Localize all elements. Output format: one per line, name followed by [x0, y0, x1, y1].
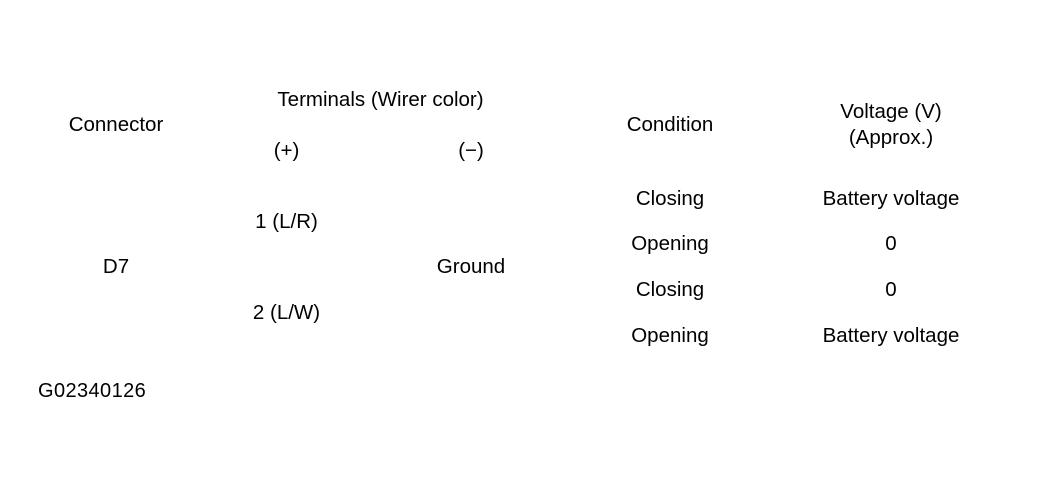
cell-connector-d7: D7	[102, 255, 130, 279]
header-terminal-negative: (−)	[458, 138, 484, 162]
cell-voltage: 0	[885, 278, 897, 302]
cell-condition: Opening	[631, 232, 709, 256]
cell-terminal-1: 1 (L/R)	[255, 209, 318, 233]
cell-condition: Closing	[635, 186, 705, 210]
figure-id-caption: G02340126	[38, 380, 147, 402]
header-terminal-positive: (+)	[273, 138, 300, 162]
header-voltage-line1: Voltage (V)	[840, 99, 942, 123]
cell-condition: Closing	[635, 278, 705, 302]
header-connector: Connector	[68, 113, 164, 137]
cell-voltage: Battery voltage	[822, 186, 960, 210]
spec-table-container: Connector Terminals (Wirer color) Condit…	[36, 75, 1007, 359]
table-row: Opening Battery voltage	[36, 313, 1007, 359]
header-voltage-line2: (Approx.)	[848, 126, 934, 150]
cell-voltage: Battery voltage	[822, 324, 960, 347]
table-row: 2 (L/W) Closing 0	[36, 267, 1007, 324]
table-row: Opening 0	[36, 222, 1007, 268]
header-row-sub: (+) (−)	[36, 125, 1007, 175]
header-terminals-group: Terminals (Wirer color)	[277, 88, 484, 112]
header-voltage: Voltage (V) (Approx.)	[775, 75, 1007, 176]
cell-voltage: 0	[885, 232, 897, 256]
cell-condition: Opening	[631, 324, 709, 347]
cell-negative-ground: Ground	[436, 255, 506, 279]
connector-voltage-spec-table: Connector Terminals (Wirer color) Condit…	[36, 75, 1007, 359]
header-row-top: Connector Terminals (Wirer color) Condit…	[36, 75, 1007, 149]
table-row: D7 1 (L/R) Ground Closing Battery voltag…	[36, 176, 1007, 279]
cell-terminal-2: 2 (L/W)	[252, 301, 321, 325]
header-condition: Condition	[626, 113, 714, 137]
